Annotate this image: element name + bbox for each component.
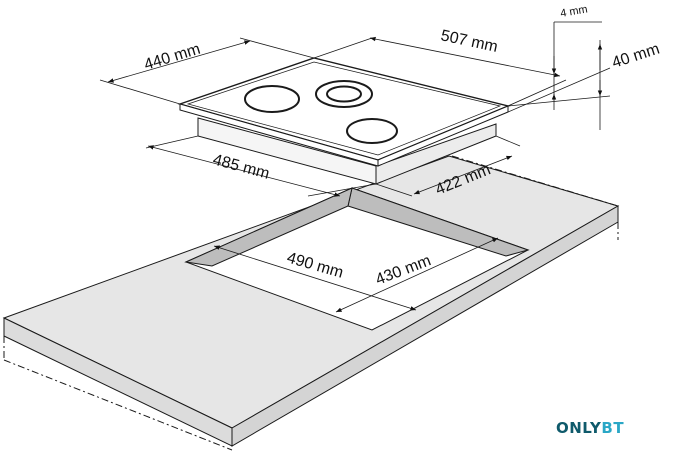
dim-line-430 (335, 237, 499, 313)
dim-line-485 (147, 145, 341, 197)
burner-front-right (346, 118, 398, 144)
label-4mm: 4 mm (559, 3, 588, 20)
label-40mm: 40 mm (610, 41, 662, 72)
label-507mm: 507 mm (439, 27, 499, 56)
watermark-part2: BT (601, 419, 625, 437)
dim-line-507 (369, 36, 561, 78)
burner-back-inner (326, 85, 362, 103)
onlybt-watermark: ONLYBT (556, 419, 624, 437)
burner-back-outer (315, 80, 373, 108)
dim-line-422 (413, 155, 513, 195)
dimension-lines (99, 21, 611, 313)
burner-front-left (244, 85, 300, 113)
dim-line-440 (107, 40, 251, 83)
watermark-part1: ONLY (556, 419, 602, 437)
label-485mm: 485 mm (211, 151, 271, 182)
label-440mm: 440 mm (142, 41, 202, 74)
